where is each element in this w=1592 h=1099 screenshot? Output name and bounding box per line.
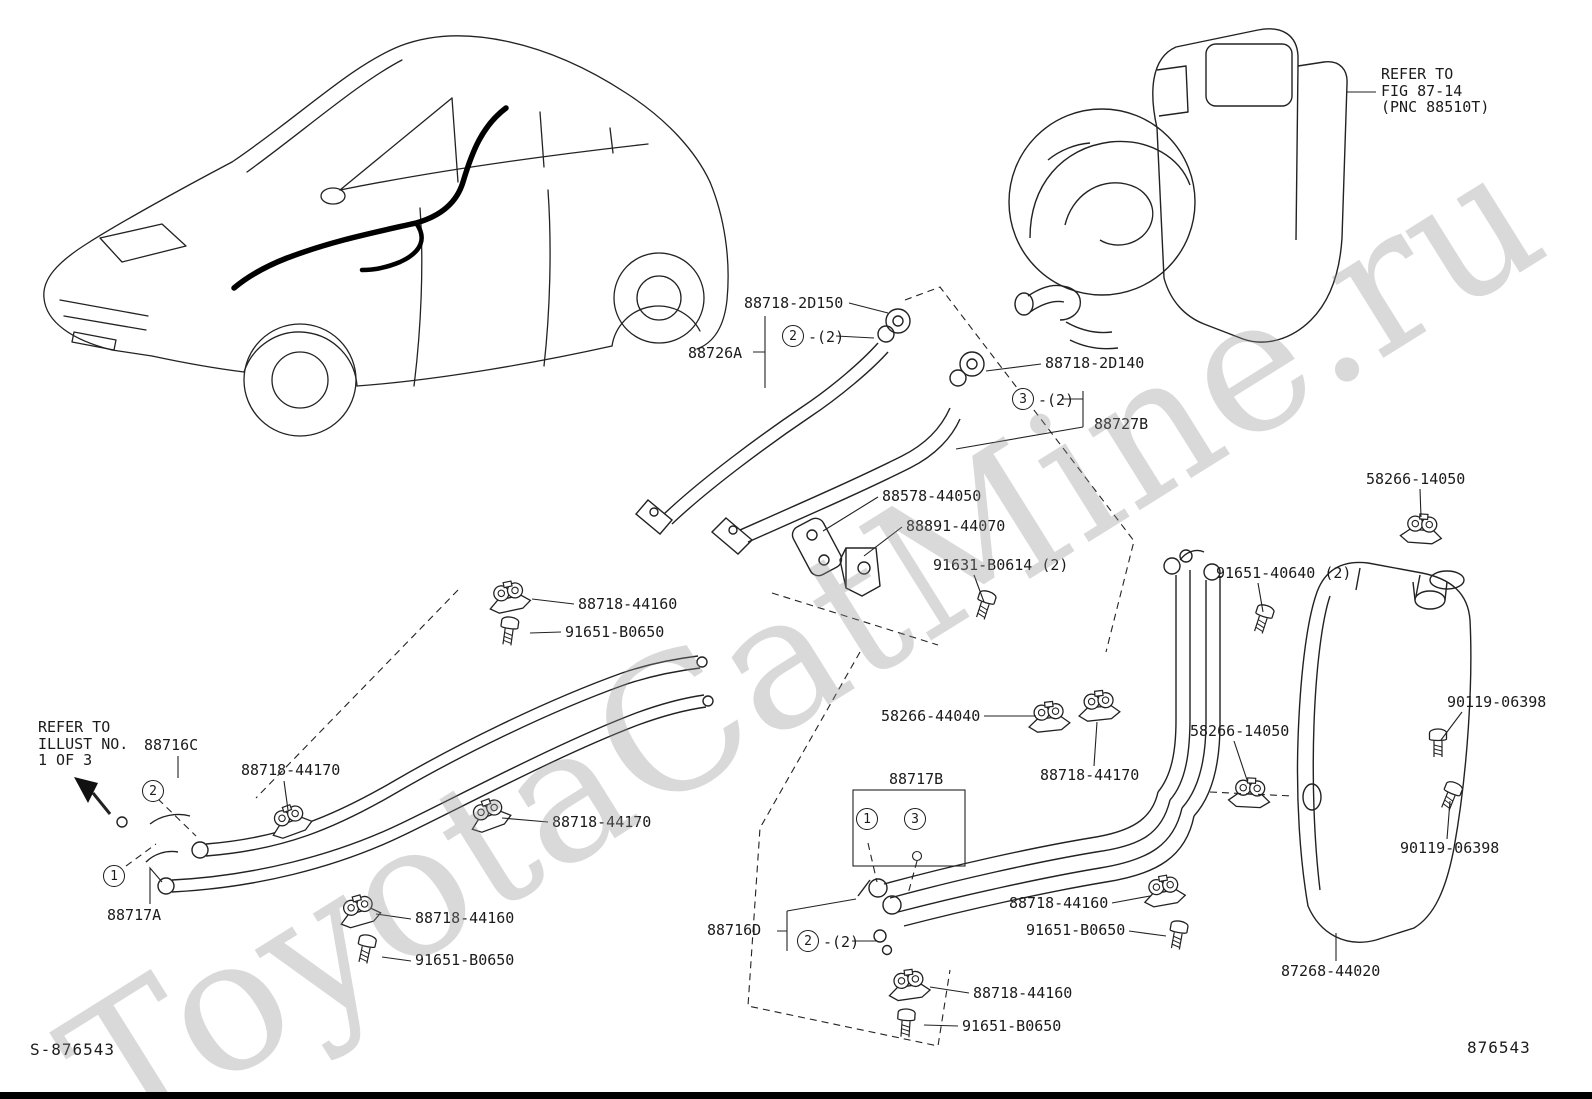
construction-lines <box>125 286 1293 1047</box>
callout-marker-3-88717b: 3 <box>904 808 926 830</box>
bolt-part <box>1428 728 1448 758</box>
refer-fig-note: REFER TO FIG 87-14 (PNC 88510T) <box>1381 65 1490 116</box>
clamp-part <box>463 793 514 836</box>
leader-lines <box>74 91 1463 1027</box>
bolt-part <box>895 1007 917 1039</box>
bracket-88891-44070 <box>839 547 881 597</box>
label-58266-44040: 58266-44040 <box>881 707 981 725</box>
label-91631-b0614: 91631-B0614 (2) <box>933 556 1069 574</box>
label-90119-06398-a: 90119-06398 <box>1447 693 1547 711</box>
qty-note: -(2) <box>1038 391 1075 409</box>
label-91651-b0650-c: 91651-B0650 <box>962 1017 1062 1035</box>
bracket-88578-44050 <box>791 517 843 577</box>
bolt-part <box>497 615 520 647</box>
label-88718-44170-c: 88718-44170 <box>552 813 652 831</box>
label-91651-40640: 91651-40640 (2) <box>1216 564 1352 582</box>
label-88717b: 88717B <box>889 770 944 788</box>
label-88718-44160-c: 88718-44160 <box>973 984 1073 1002</box>
bottom-edge-bar <box>0 1092 1592 1099</box>
clamp-part <box>484 577 533 616</box>
label-58266-14050-b: 58266-14050 <box>1190 722 1290 740</box>
label-88891-44070: 88891-44070 <box>906 517 1006 535</box>
label-88717a: 88717A <box>107 906 162 924</box>
heater-pipe-88727b <box>710 351 985 555</box>
hvac-unit <box>1008 28 1348 350</box>
refer-illust-note: REFER TO ILLUST NO. 1 OF 3 <box>38 718 129 769</box>
label-88726a: 88726A <box>688 344 743 362</box>
qty-note: -(2) <box>823 933 860 951</box>
label-88718-44170-a: 88718-44170 <box>1040 766 1140 784</box>
clamp-part <box>1399 511 1444 546</box>
bolt-part <box>971 588 998 622</box>
label-88718-2d140: 88718-2D140 <box>1045 354 1145 372</box>
clamp-part <box>1140 871 1187 909</box>
label-88718-2d150: 88718-2D150 <box>744 294 844 312</box>
label-87268-44020: 87268-44020 <box>1281 962 1381 980</box>
bolt-part <box>1166 919 1190 951</box>
label-88578-44050: 88578-44050 <box>882 487 982 505</box>
clamp-part <box>264 799 315 842</box>
callout-marker-1-88717a: 1 <box>103 865 125 887</box>
qty-note: -(2) <box>808 328 845 346</box>
front-heater-pipes <box>116 655 714 895</box>
car-illustration <box>43 35 729 437</box>
heater-pipe-88726a <box>635 308 911 535</box>
bolt-part <box>353 932 378 966</box>
label-88716c: 88716C <box>144 736 199 754</box>
callout-marker-2-88726a: 2 <box>782 325 804 347</box>
callout-marker-3-88727b: 3 <box>1012 388 1034 410</box>
clamp-part <box>1227 776 1272 809</box>
callout-marker-1-88717b: 1 <box>856 808 878 830</box>
label-88716d: 88716D <box>707 921 762 939</box>
illust-arrow-icon <box>74 777 98 803</box>
callout-marker-2-88716d: 2 <box>797 930 819 952</box>
clamp-part <box>1075 688 1122 723</box>
label-91651-b0650-d: 91651-B0650 <box>1026 921 1126 939</box>
label-88718-44160-b: 88718-44160 <box>415 909 515 927</box>
rear-heater-pipes <box>857 549 1221 956</box>
label-88718-44160-a: 88718-44160 <box>578 595 678 613</box>
callout-marker-2-88716c: 2 <box>142 780 164 802</box>
label-91651-b0650-b: 91651-B0650 <box>415 951 515 969</box>
label-90119-06398-b: 90119-06398 <box>1400 839 1500 857</box>
clamp-part <box>334 890 383 931</box>
label-88718-44170-b: 88718-44170 <box>241 761 341 779</box>
label-88727b: 88727B <box>1094 415 1149 433</box>
drawing-code-left: S-876543 <box>30 1040 116 1059</box>
label-88718-44160-d: 88718-44160 <box>1009 894 1109 912</box>
reservoir-tank-87268-44020 <box>1296 561 1472 943</box>
clamp-part <box>885 966 932 1003</box>
label-91651-b0650-a: 91651-B0650 <box>565 623 665 641</box>
drawing-code-right: 876543 <box>1467 1038 1531 1057</box>
label-58266-14050-a: 58266-14050 <box>1366 470 1466 488</box>
